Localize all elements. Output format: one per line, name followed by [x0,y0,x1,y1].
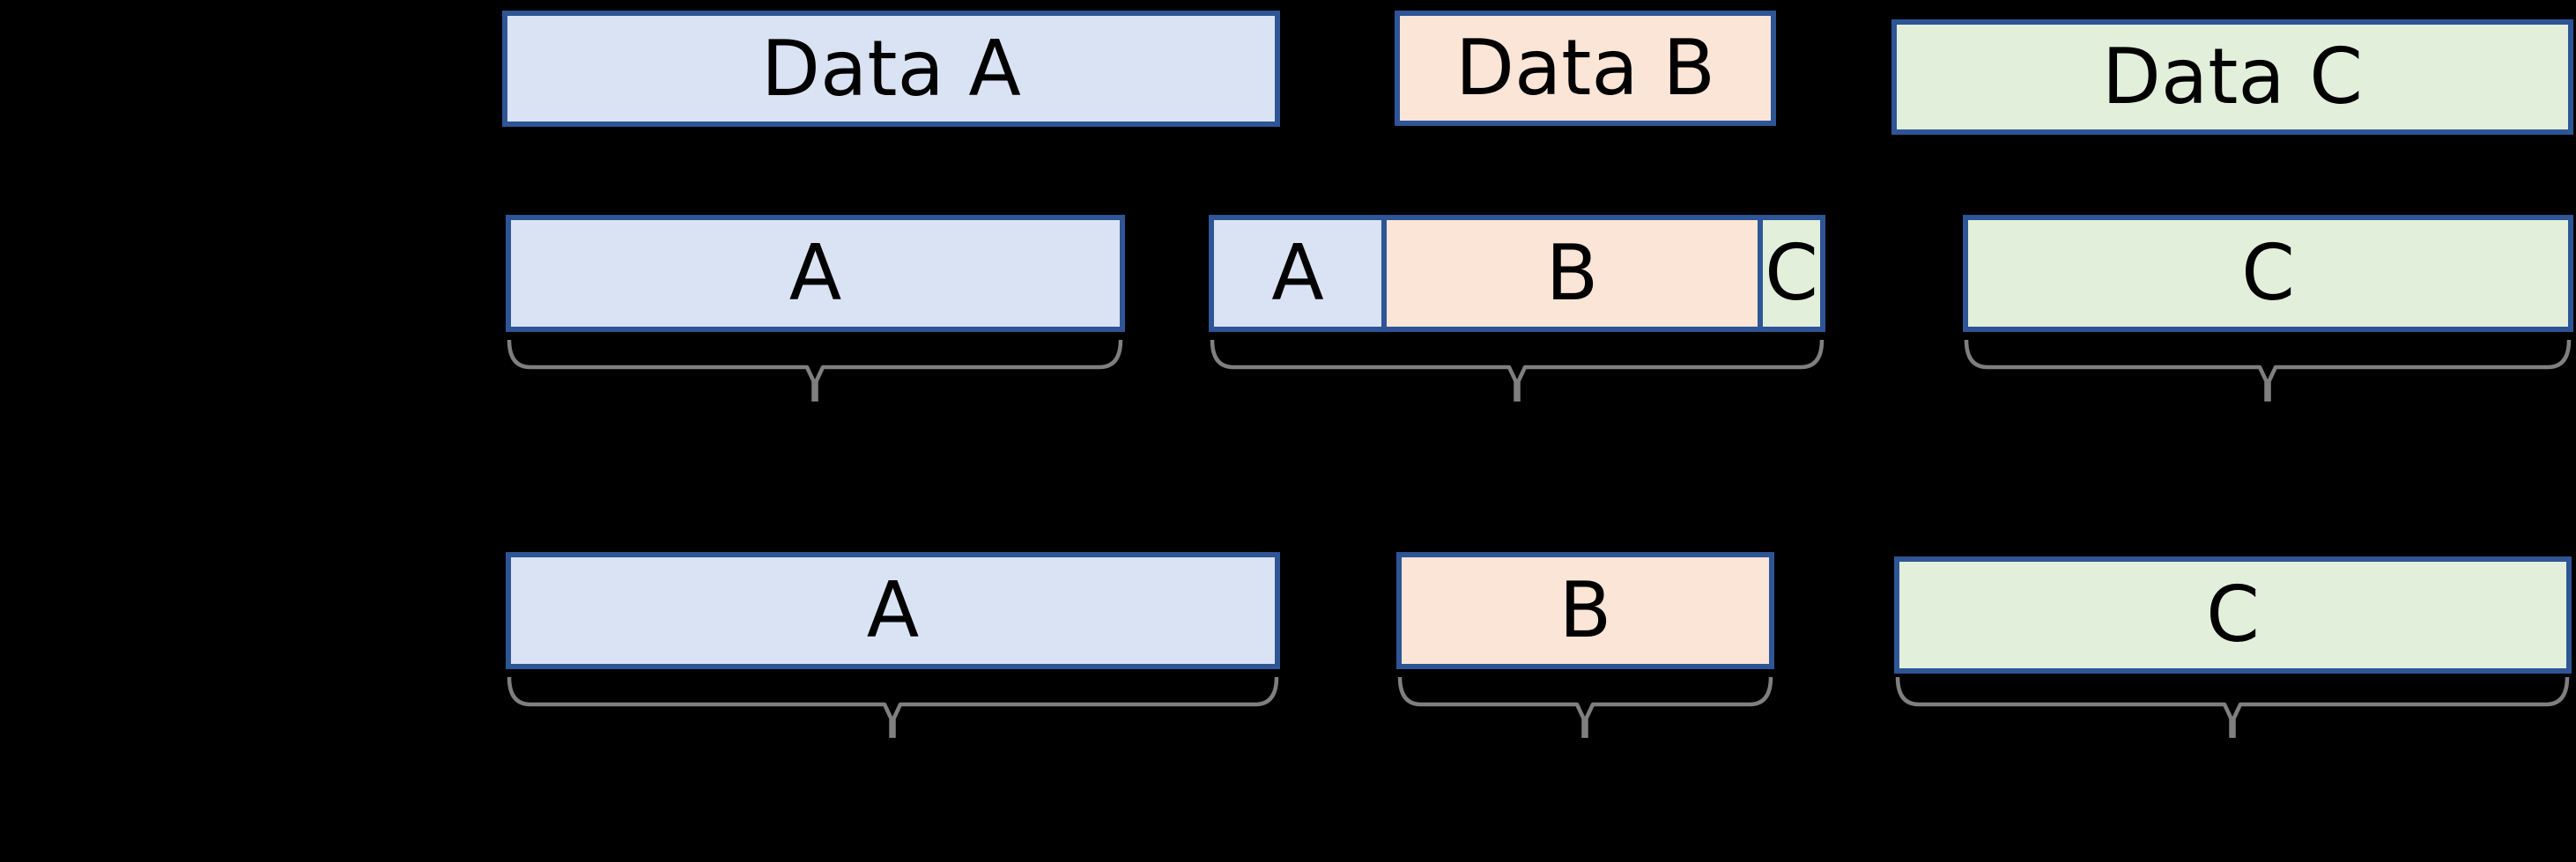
chunk2-b-block: B [1396,552,1774,669]
brace-row2-mixed [1210,339,1825,402]
chunk1-c-block: C [1963,215,2573,332]
chunk1-mixed-b-label: B [1545,228,1599,318]
chunk1-mixed-segment-b: B [1381,220,1758,327]
data-b-block: Data B [1395,11,1776,126]
chunk2-a-block: A [506,552,1280,669]
chunk2-c-block: C [1894,556,2572,674]
data-a-label: Data A [761,23,1021,114]
brace-row3-a [507,676,1279,738]
chunk1-c-label: C [2241,228,2295,318]
brace-row3-b [1397,676,1773,738]
data-c-label: Data C [2101,32,2364,122]
chunk2-b-label: B [1558,565,1612,655]
brace-row3-c [1895,676,2570,738]
brace-row2-c [1964,339,2572,402]
brace-row2-a [507,339,1123,402]
chunk1-mixed-block: A B C [1209,215,1825,332]
chunk2-c-label: C [2206,570,2260,659]
chunk1-a-block: A [506,215,1125,332]
chunk2-a-label: A [866,565,920,655]
chunk1-mixed-a-label: A [1271,228,1324,318]
chunk1-mixed-segment-a: A [1214,220,1381,327]
chunk1-a-label: A [788,228,842,318]
chunk1-mixed-segment-c: C [1758,220,1820,327]
data-b-label: Data B [1455,23,1716,113]
chunk1-mixed-c-label: C [1765,228,1818,318]
data-c-block: Data C [1891,19,2573,135]
data-a-block: Data A [502,11,1280,127]
